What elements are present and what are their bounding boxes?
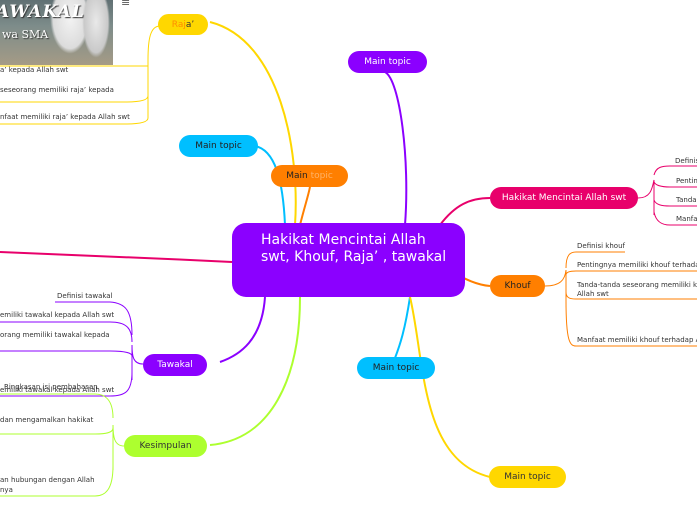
khouf-item-1[interactable]: Definisi khouf [577, 242, 625, 250]
link-central-main-mid [299, 185, 311, 226]
menu-icon[interactable]: ≡ [121, 0, 131, 9]
topic-hakikat[interactable]: Hakikat Mencintai Allah swt [490, 187, 638, 209]
hakikat-item-2[interactable]: Pentin [676, 177, 697, 185]
khouf-item-4[interactable]: Manfaat memiliki khouf terhadap A [577, 336, 697, 344]
topic-main-mid[interactable]: Main topic [271, 165, 348, 187]
raja-item-3[interactable]: nfaat memiliki raja’ kepada Allah swt [0, 113, 130, 121]
central-topic[interactable]: Hakikat Mencintai Allah swt, Khouf, Raja… [232, 223, 465, 297]
topic-image[interactable]: AWAKAL wa SMA [0, 0, 113, 65]
link-central-main-bottom [409, 296, 491, 478]
link-central-main-right [394, 296, 411, 359]
tawakal-item-3[interactable]: orang memiliki tawakal kepada [0, 331, 110, 339]
topic-main-top[interactable]: Main topic [348, 51, 427, 73]
link-raja-sub [147, 25, 161, 118]
kesimpulan-item-2[interactable]: dan mengamalkan hakikat [0, 416, 94, 424]
kesimpulan-item-3[interactable]: an hubungan dengan Allah [0, 476, 95, 484]
hakikat-item-1[interactable]: Definisi [675, 157, 697, 165]
khouf-item-2[interactable]: Pentingnya memiliki khouf terhadap [577, 261, 697, 269]
topic-main-mid-label-b: topic [310, 171, 333, 181]
photo-caption-big: AWAKAL [0, 2, 85, 22]
link-central-left-long [0, 251, 233, 263]
kesimpulan-item-1[interactable]: Ringkasan isi pembahasan [4, 383, 98, 391]
raja-item-2[interactable]: seseorang memiliki raja’ kepada [0, 86, 114, 94]
link-central-main-top [384, 71, 408, 226]
link-central-raja [209, 21, 297, 226]
khouf-item-3[interactable]: Tanda-tanda seseorang memiliki kh [577, 281, 697, 289]
link-central-kesimpulan [209, 296, 301, 446]
topic-raja-label-b: a’ [185, 19, 195, 30]
topic-main-bottom[interactable]: Main topic [489, 466, 566, 488]
tawakal-item-4[interactable]: emiliki tawakal kepada Allah swt [0, 386, 115, 394]
hakikat-item-3[interactable]: Tanda [676, 196, 697, 204]
topic-main-left[interactable]: Main topic [179, 135, 258, 157]
khouf-item-3b[interactable]: Allah swt [577, 290, 609, 298]
photo-caption-small: wa SMA [2, 28, 49, 41]
topic-kesimpulan[interactable]: Kesimpulan [124, 435, 207, 457]
link-central-tawakal [219, 296, 266, 363]
topic-main-right[interactable]: Main topic [357, 357, 435, 379]
link-central-hakikat [439, 197, 491, 226]
topic-khouf[interactable]: Khouf [490, 275, 545, 297]
topic-raja-label-a: Raj [171, 19, 186, 30]
topic-tawakal[interactable]: Tawakal [143, 354, 207, 376]
kesimpulan-item-4[interactable]: nya [0, 486, 13, 494]
tawakal-item-1[interactable]: Definisi tawakal [57, 292, 113, 300]
tawakal-item-2[interactable]: emiliki tawakal kepada Allah swt [0, 311, 115, 319]
hakikat-item-4[interactable]: Manfa [676, 215, 697, 223]
raja-item-1[interactable]: a’ kepada Allah swt [0, 66, 69, 74]
topic-main-mid-label-a: Main [286, 171, 308, 181]
